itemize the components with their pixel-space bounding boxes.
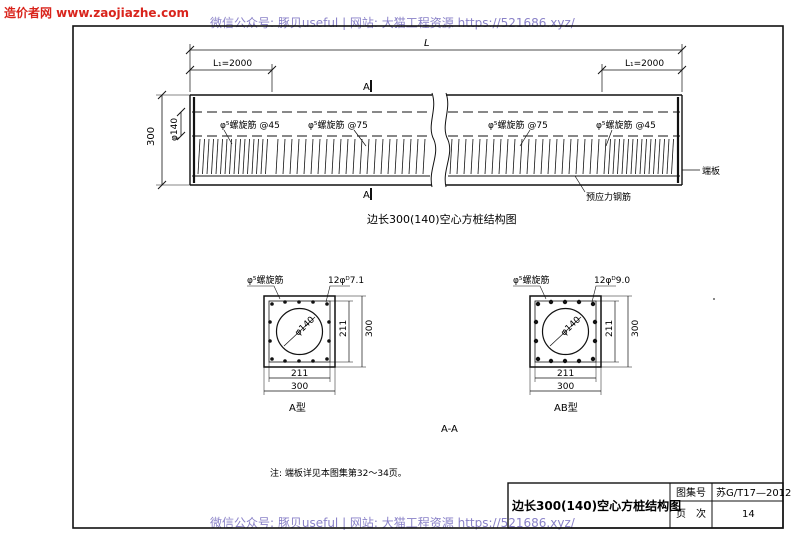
l1-right-label: L₁=2000: [625, 59, 664, 69]
speck: [713, 298, 715, 300]
section-ab-spiral-label: φ⁵螺旋筋: [513, 274, 550, 286]
section-ab-bottom-inner-dim: 211: [557, 369, 574, 379]
section-ab-bars-label: 12φᴰ9.0: [594, 276, 630, 286]
elevation-title: 边长300(140)空心方桩结构图: [367, 212, 517, 226]
l1-left-label: L₁=2000: [213, 59, 252, 69]
section-a-outer-dim: 300: [365, 320, 375, 337]
page-number-label: 页 次: [676, 507, 706, 520]
spiral-mid-right-label: φ⁵螺旋筋 @75: [488, 119, 548, 131]
section-aa-label: A-A: [441, 424, 458, 435]
title-block-title: 边长300(140)空心方桩结构图: [511, 498, 681, 513]
section-a-type: [247, 285, 366, 395]
section-a-bottom-outer-dim: 300: [291, 382, 308, 392]
section-ab-type: [513, 285, 632, 395]
pile-height-label: 300: [146, 127, 157, 146]
hole-diameter-label: φ140: [170, 118, 180, 141]
section-ab-outer-dim: 300: [631, 320, 641, 337]
drawing-note: 注: 端板详见本图集第32～34页。: [270, 467, 407, 479]
atlas-number-value: 苏G/T17—2012: [716, 486, 791, 499]
page-number-value: 14: [742, 509, 755, 520]
length-label: L: [424, 38, 430, 49]
spiral-end-right-label: φ⁵螺旋筋 @45: [596, 119, 656, 131]
section-a-type-label: A型: [289, 401, 306, 414]
section-mark-bottom: A: [363, 190, 370, 201]
section-a-bars-label: 12φᴰ7.1: [328, 276, 364, 286]
bottom-watermark: 微信公众号: 豚贝useful | 网站: 大猫工程资源 https://521…: [210, 516, 575, 530]
title-block: [507, 482, 784, 529]
spiral-mid-left-label: φ⁵螺旋筋 @75: [308, 119, 368, 131]
section-ab-type-label: AB型: [554, 401, 578, 414]
section-a-inner-dim: 211: [339, 320, 349, 337]
section-a-bottom-inner-dim: 211: [291, 369, 308, 379]
pile-elevation: [156, 44, 700, 200]
spiral-end-left-label: φ⁵螺旋筋 @45: [220, 119, 280, 131]
prestress-bar-label: 预应力钢筋: [586, 191, 631, 203]
section-ab-bottom-outer-dim: 300: [557, 382, 574, 392]
atlas-number-label: 图集号: [676, 486, 706, 499]
section-mark-top: A: [363, 82, 370, 93]
end-plate-label: 端板: [702, 165, 720, 177]
section-a-spiral-label: φ⁵螺旋筋: [247, 274, 284, 286]
sheet-border: [72, 25, 784, 529]
site-watermark: 造价者网 www.zaojiazhe.com: [4, 6, 189, 20]
spiral-stirrups: [197, 138, 674, 175]
section-ab-inner-dim: 211: [605, 320, 615, 337]
